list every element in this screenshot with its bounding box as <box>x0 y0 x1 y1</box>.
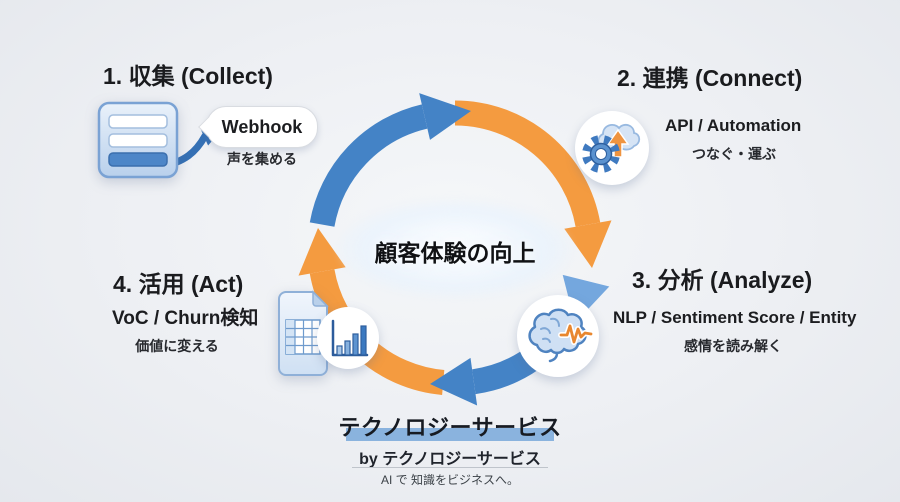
arrowhead-bottom-blue <box>430 357 478 406</box>
step-1-heading: 1. 収集 (Collect) <box>103 63 273 89</box>
brain-waveform-icon <box>517 295 599 377</box>
arrowhead-top-blue <box>419 93 471 140</box>
folded-corner <box>312 290 329 307</box>
webhook-label: Webhook <box>221 116 303 137</box>
arrowhead-right-orange <box>564 220 612 268</box>
step-1-caption: 声を集める <box>227 151 297 167</box>
step-4-heading: 4. 活用 (Act) <box>113 271 244 297</box>
footer-divider <box>352 467 548 468</box>
step-4-line1: VoC / Churn検知 <box>112 308 259 329</box>
brand-highlight-band <box>346 428 554 441</box>
step-2-caption: つなぐ・運ぶ <box>692 146 776 162</box>
bar-chart-icon <box>317 307 379 369</box>
step-2-line1: API / Automation <box>665 116 802 135</box>
upload-arrow-icon <box>606 128 630 158</box>
cycle-arc-right-orange <box>454 100 601 228</box>
step-3-caption: 感情を読み解く <box>684 338 782 354</box>
webhook-bubble: Webhook <box>198 106 318 148</box>
form-icon <box>96 100 182 182</box>
step-2-heading: 2. 連携 (Connect) <box>617 65 803 91</box>
gear-cloud-icon <box>575 111 649 185</box>
brand-tagline: AI で 知識をビジネスへ。 <box>380 473 519 487</box>
step-3-heading: 3. 分析 (Analyze) <box>632 267 813 293</box>
brand-title: テクノロジーサービス <box>338 415 562 440</box>
table-grid <box>286 320 320 354</box>
waveform-icon <box>559 324 593 344</box>
cycle-arc-top-blue <box>309 104 428 228</box>
step-3-line1: NLP / Sentiment Score / Entity <box>613 308 857 327</box>
step-4-caption: 価値に変える <box>135 338 219 354</box>
center-glow <box>338 200 572 298</box>
spreadsheet-icon <box>276 290 330 376</box>
brand-byline: by テクノロジーサービス <box>359 451 541 468</box>
arrowhead-left-orange <box>298 228 346 276</box>
center-label: 顧客体験の向上 <box>374 240 536 266</box>
